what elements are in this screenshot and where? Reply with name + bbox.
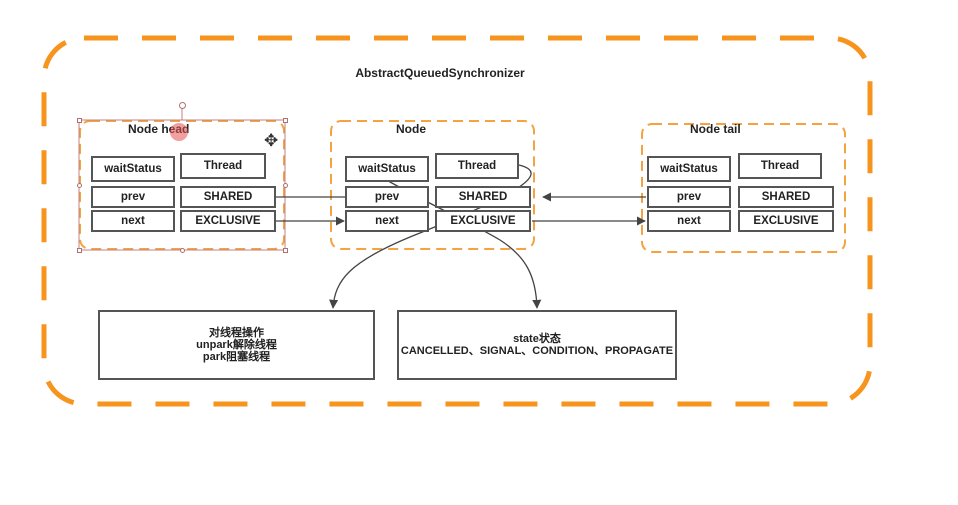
state-box[interactable]: state状态 CANCELLED、SIGNAL、CONDITION、PROPA… bbox=[397, 310, 677, 380]
tail-shared-field[interactable]: SHARED bbox=[738, 186, 834, 208]
diagram-title: AbstractQueuedSynchronizer bbox=[355, 66, 525, 80]
head-exclusive-field[interactable]: EXCLUSIVE bbox=[180, 210, 276, 232]
resize-handle-e[interactable] bbox=[283, 183, 288, 188]
thread-operations-line-3: park阻塞线程 bbox=[202, 351, 271, 363]
resize-handle-s[interactable] bbox=[180, 248, 185, 253]
thread-operations-line-1: 对线程操作 bbox=[209, 327, 264, 339]
tail-next-field[interactable]: next bbox=[647, 210, 731, 232]
head-thread-field[interactable]: Thread bbox=[180, 153, 266, 179]
head-next-field[interactable]: next bbox=[91, 210, 175, 232]
thread-operations-box[interactable]: 对线程操作 unpark解除线程 park阻塞线程 bbox=[98, 310, 375, 380]
click-indicator bbox=[170, 123, 188, 141]
node-title: Node bbox=[396, 122, 426, 136]
resize-handle-nw[interactable] bbox=[77, 118, 82, 123]
node-prev-field[interactable]: prev bbox=[345, 186, 429, 208]
tail-thread-field[interactable]: Thread bbox=[738, 153, 822, 179]
outer-frame bbox=[41, 35, 873, 407]
move-cursor-icon: ✥ bbox=[264, 131, 279, 150]
resize-handle-ne[interactable] bbox=[283, 118, 288, 123]
node-tail-title: Node tail bbox=[690, 122, 741, 136]
tail-waitstatus-field[interactable]: waitStatus bbox=[647, 156, 731, 182]
node-next-field[interactable]: next bbox=[345, 210, 429, 232]
tail-exclusive-field[interactable]: EXCLUSIVE bbox=[738, 210, 834, 232]
resize-handle-sw[interactable] bbox=[77, 248, 82, 253]
node-shared-field[interactable]: SHARED bbox=[435, 186, 531, 208]
node-thread-field[interactable]: Thread bbox=[435, 153, 519, 179]
thread-operations-line-2: unpark解除线程 bbox=[196, 339, 277, 351]
node-exclusive-field[interactable]: EXCLUSIVE bbox=[435, 210, 531, 232]
resize-handle-se[interactable] bbox=[283, 248, 288, 253]
state-line-2: CANCELLED、SIGNAL、CONDITION、PROPAGATE bbox=[400, 345, 674, 357]
head-waitstatus-field[interactable]: waitStatus bbox=[91, 156, 175, 182]
head-prev-field[interactable]: prev bbox=[91, 186, 175, 208]
tail-prev-field[interactable]: prev bbox=[647, 186, 731, 208]
state-line-1: state状态 bbox=[513, 333, 561, 345]
resize-handle-w[interactable] bbox=[77, 183, 82, 188]
node-waitstatus-field[interactable]: waitStatus bbox=[345, 156, 429, 182]
head-shared-field[interactable]: SHARED bbox=[180, 186, 276, 208]
rotate-handle[interactable] bbox=[179, 102, 186, 109]
